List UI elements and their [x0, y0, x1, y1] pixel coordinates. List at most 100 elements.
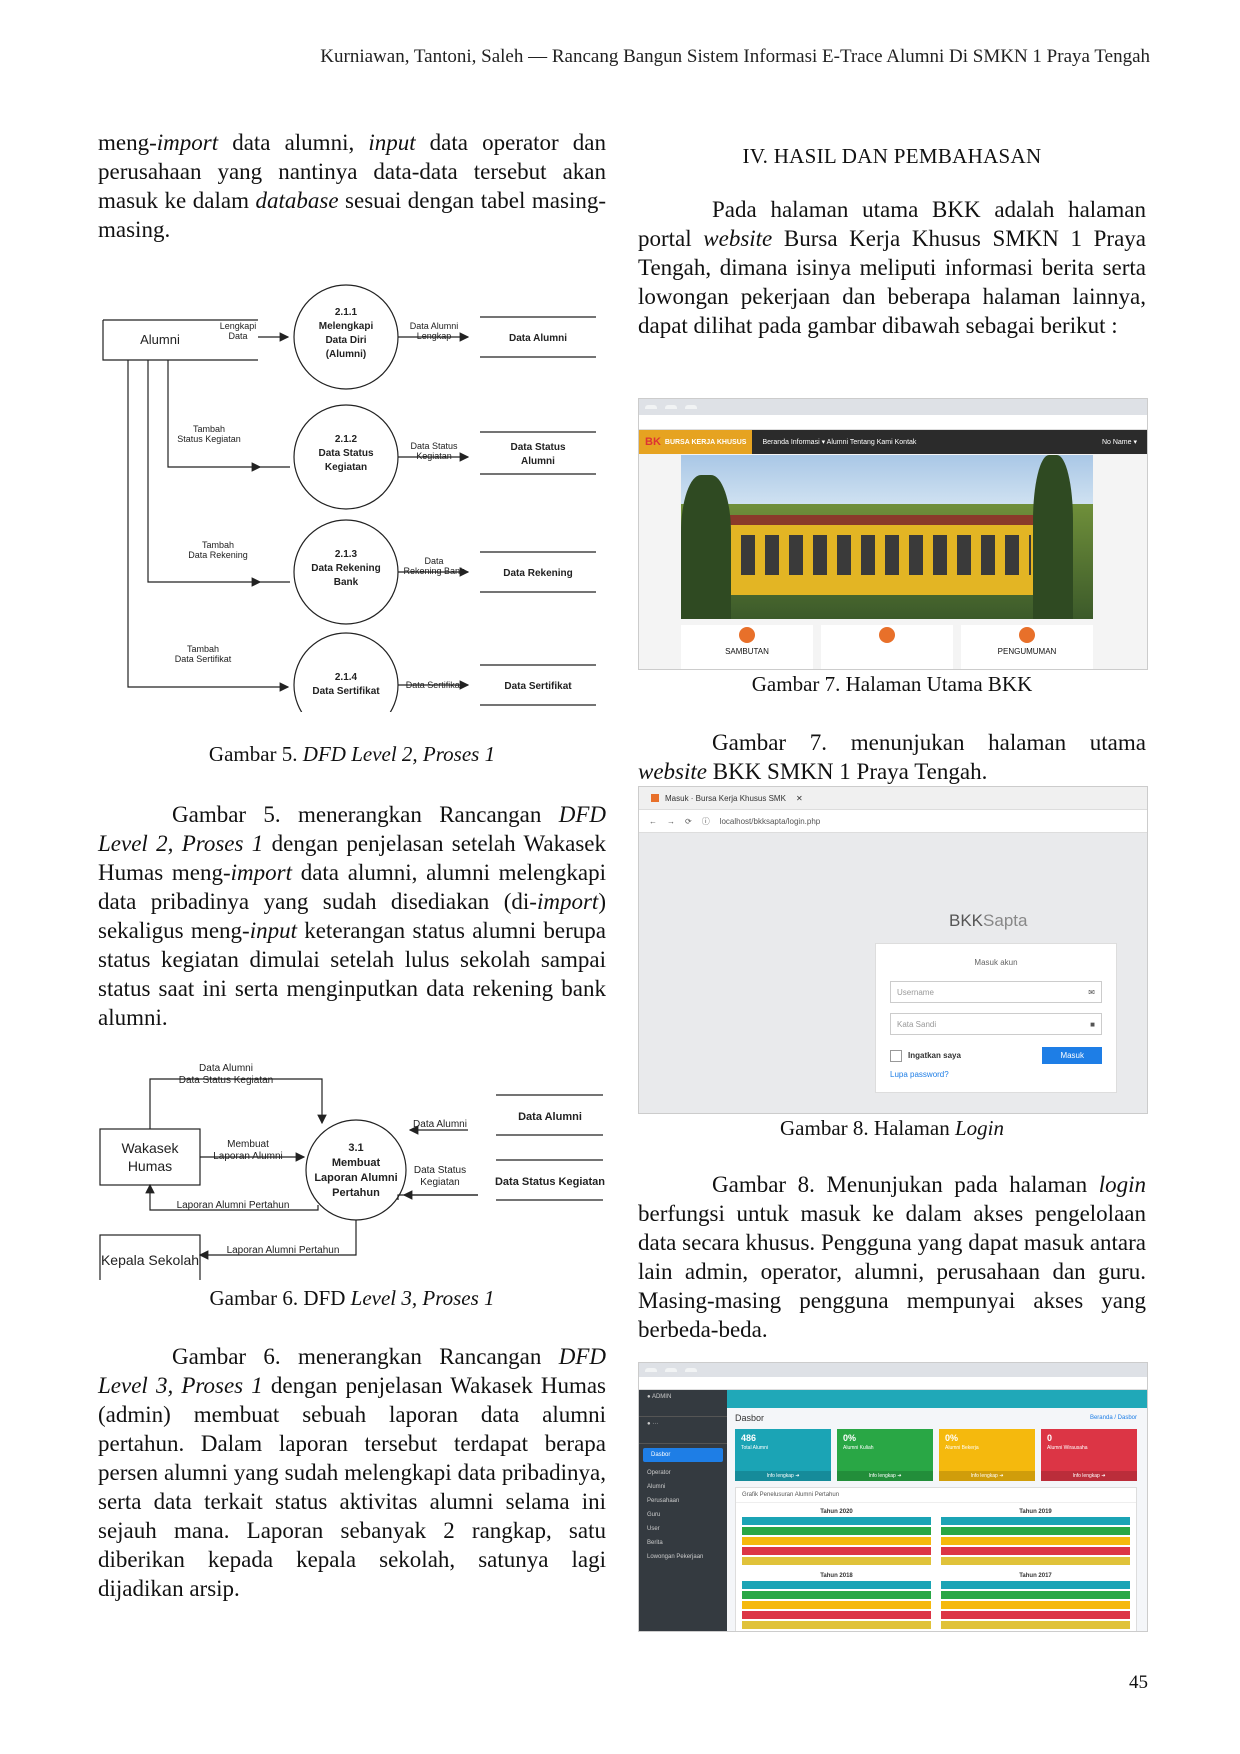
password-input[interactable]: Kata Sandi■: [890, 1013, 1102, 1035]
svg-text:Data Status: Data Status: [318, 448, 373, 459]
stat-more-link[interactable]: Info lengkap ➜: [837, 1471, 933, 1481]
svg-text:Data Sertifikat: Data Sertifikat: [312, 686, 380, 697]
right-paragraph-2: Gambar 7. menunjukan halaman utama websi…: [638, 730, 1146, 784]
stat-more-link[interactable]: Info lengkap ➜: [735, 1471, 831, 1481]
stat-more-link[interactable]: Info lengkap ➜: [939, 1471, 1035, 1481]
dash-breadcrumb[interactable]: Beranda / Dasbor: [1089, 1415, 1137, 1421]
figure6-caption: Gambar 6. DFD Level 3, Proses 1: [209, 1286, 495, 1310]
svg-text:Laporan Alumni Pertahun: Laporan Alumni Pertahun: [227, 1245, 340, 1256]
svg-text:Lengkapi: Lengkapi: [220, 321, 257, 331]
svg-text:Data Status: Data Status: [410, 441, 458, 451]
svg-text:Data: Data: [228, 331, 247, 341]
svg-text:Humas: Humas: [128, 1158, 172, 1174]
username-input[interactable]: Username✉: [890, 981, 1102, 1003]
year-bar: [742, 1517, 931, 1525]
remember-checkbox[interactable]: [890, 1049, 902, 1062]
login-brand: BKKSapta: [949, 911, 1028, 930]
dfd3-store-2: Data Status Kegiatan: [495, 1176, 605, 1188]
right-paragraph-2-wrap: Gambar 7. menunjukan halaman utama websi…: [638, 728, 1146, 786]
year-bar: [941, 1557, 1130, 1565]
year-bar: [742, 1591, 931, 1599]
svg-text:Status Kegiatan: Status Kegiatan: [177, 434, 241, 444]
stat-more-link[interactable]: Info lengkap ➜: [1041, 1471, 1137, 1481]
pengumuman-card[interactable]: PENGUMUMAN: [961, 625, 1093, 669]
remember-label: Ingatkan saya: [908, 1051, 961, 1060]
year-bar: [941, 1591, 1130, 1599]
year-bar: [742, 1527, 931, 1535]
dash-title: Dasbor: [735, 1413, 765, 1423]
home-card[interactable]: [821, 625, 953, 669]
envelope-icon: ✉: [1088, 987, 1095, 997]
year-bar: [941, 1601, 1130, 1609]
right-paragraph-3-wrap: Gambar 8. Menunjukan pada halaman login …: [638, 1170, 1146, 1344]
sidebar-item[interactable]: Operator: [647, 1470, 671, 1476]
year-block: Tahun 2018: [742, 1573, 931, 1631]
sidebar-item[interactable]: Dasbor: [643, 1448, 723, 1462]
sidebar-item[interactable]: Lowongan Pekerjaan: [647, 1554, 704, 1560]
bkk-menu[interactable]: Beranda Informasi ▾ Alumni Tentang Kami …: [762, 439, 917, 446]
year-bar: [941, 1611, 1130, 1619]
year-bar: [941, 1581, 1130, 1589]
year-title: Tahun 2020: [820, 1509, 853, 1515]
page-number: 45: [1129, 1672, 1148, 1693]
right-paragraph-3: Gambar 8. Menunjukan pada halaman login …: [638, 1172, 1146, 1342]
svg-text:Data Diri: Data Diri: [325, 335, 366, 346]
login-actions: Ingatkan saya Masuk: [890, 1047, 1102, 1064]
svg-text:Tambah: Tambah: [187, 644, 219, 654]
stat-value: 0%: [843, 1433, 857, 1443]
info-icon: ⓘ: [701, 816, 710, 826]
running-header: Kurniawan, Tantoni, Saleh — Rancang Bang…: [320, 46, 1150, 67]
svg-text:Laporan Alumni Pertahun: Laporan Alumni Pertahun: [177, 1200, 290, 1211]
stat-label: Total Alumni: [741, 1445, 768, 1451]
graph-title: Grafik Penelusuran Alumni Pertahun: [736, 1488, 1136, 1503]
svg-text:Laporan Alumni: Laporan Alumni: [213, 1151, 283, 1162]
svg-text:Bank: Bank: [334, 577, 359, 588]
dfd2-store-2: Data Status: [510, 442, 565, 453]
left-paragraph-2: Gambar 5. menerangkan Rancangan DFD Leve…: [98, 802, 606, 1030]
sidebar-item[interactable]: Guru: [647, 1512, 661, 1518]
sidebar-item[interactable]: Perusahaan: [647, 1498, 680, 1504]
bkk-feature-cards: SAMBUTAN PENGUMUMAN: [681, 625, 1093, 669]
year-bar: [742, 1581, 931, 1589]
dfd2-store-1: Data Alumni: [509, 333, 567, 344]
year-block: Tahun 2019: [941, 1509, 1130, 1567]
year-block: Tahun 2017: [941, 1573, 1130, 1631]
figure5-caption: Gambar 5. DFD Level 2, Proses 1: [208, 742, 496, 766]
svg-text:Kegiatan: Kegiatan: [420, 1177, 459, 1188]
sambutan-card[interactable]: SAMBUTAN: [681, 625, 813, 669]
year-title: Tahun 2017: [1019, 1573, 1052, 1579]
sidebar-item[interactable]: Alumni: [647, 1484, 666, 1490]
dfd2-store-4: Data Sertifikat: [504, 681, 572, 692]
stat-label: Alumni Kuliah: [843, 1445, 874, 1451]
left-paragraph-2-wrap: Gambar 5. menerangkan Rancangan DFD Leve…: [98, 800, 606, 1032]
school-building-photo: [681, 455, 1093, 619]
year-bar: [941, 1517, 1130, 1525]
sidebar-item[interactable]: Berita: [647, 1540, 663, 1546]
year-block: Tahun 2020: [742, 1509, 931, 1567]
bkk-user-menu[interactable]: No Name ▾: [1101, 439, 1137, 446]
section-title: IV. HASIL DAN PEMBAHASAN: [742, 144, 1042, 168]
stat-value: 0: [1047, 1433, 1053, 1443]
svg-text:Membuat: Membuat: [227, 1139, 269, 1150]
svg-text:Rekening Bank: Rekening Bank: [403, 566, 465, 576]
stat-value: 0%: [945, 1433, 959, 1443]
svg-text:Alumni: Alumni: [521, 456, 555, 467]
stat-label: Alumni Wirausaha: [1047, 1445, 1088, 1451]
sidebar-item[interactable]: User: [647, 1526, 660, 1532]
browser-tabbar: [639, 399, 1147, 415]
dfd3-store-1: Data Alumni: [518, 1111, 582, 1123]
year-bar: [941, 1621, 1130, 1629]
dash-logo: ● ADMIN: [639, 1390, 727, 1417]
forgot-password-link[interactable]: Lupa password?: [890, 1070, 949, 1079]
login-submit-button[interactable]: Masuk: [1042, 1047, 1102, 1064]
